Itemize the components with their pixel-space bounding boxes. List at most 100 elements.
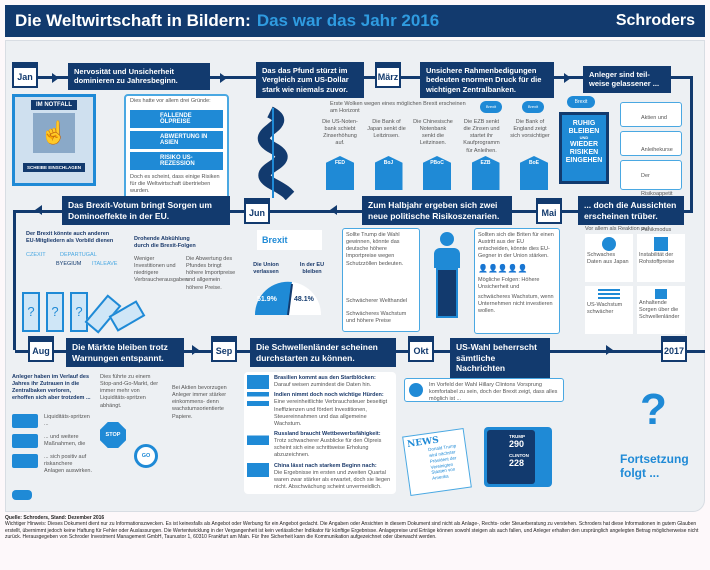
reason-us-recession: RISIKO US-REZESSION <box>130 152 223 171</box>
calm-line: RISIKEN <box>569 148 599 156</box>
us-flag-icon <box>598 289 620 301</box>
eu-scenario-card: Sollten sich die Briten für einen Austri… <box>474 228 560 334</box>
question-mark-icon: ? <box>640 385 667 434</box>
disclaimer-text: Wichtiger Hinweis: Dieses Dokument dient… <box>5 521 699 540</box>
clinton-votes: 228 <box>509 458 525 468</box>
em-title: China lässt nach starkem Beginn nach: <box>274 462 377 469</box>
cooling-text-2: Die Abwertung des Pfundes bringt höhere … <box>186 256 236 291</box>
bank-text-boj: Die Bank of Japan senkt die Leitzinsen. <box>367 119 406 140</box>
month-mai: Mai <box>536 198 562 224</box>
bank-text-ezb: Die EZB senkt die Zinsen und startet ihr… <box>463 119 500 154</box>
pound-snake-icon <box>258 106 295 200</box>
month-okt: Okt <box>408 336 434 362</box>
schroders-logo: Schroders <box>615 12 695 29</box>
go-sign: GO <box>134 444 158 468</box>
domino-icon: ? <box>46 292 64 332</box>
tool-risk: ... sich positiv auf riskanchere Anlagen… <box>44 454 93 475</box>
em-text: Darauf weisen zumindest die Daten hin. <box>274 382 372 389</box>
timeline-row2 <box>15 210 693 213</box>
clinton-label: CLINTON <box>509 453 529 458</box>
continue-text: Fortsetzung folgt ... <box>620 452 689 481</box>
row2-box-outlook: ... doch die Aussichten erscheinen trübe… <box>578 196 684 226</box>
em-text: Trotz schwacherer Ausblicke für den Ölpr… <box>274 438 382 459</box>
reasons-card: Dies hatte vor allem drei Gründe: FALLEN… <box>124 94 229 201</box>
calm-line: UND <box>579 135 589 141</box>
emergency-box: IM NOTFALL ☝ SCHEIBE EINSCHLAGEN <box>12 94 96 186</box>
tv-screen: TRUMP 290 CLINTON 228 <box>487 430 535 484</box>
row3-box-election: US-Wahl beherrscht sämtliche Nachrichten <box>450 338 550 378</box>
cooling-text-1: Weniger Investitionen und niedrigere Ver… <box>134 256 189 284</box>
ballot-box-icon <box>409 383 423 397</box>
row1-box-investors: Anleger sind teil-weise gelassener ... <box>583 66 671 93</box>
page-title: Die Weltwirtschaft in Bildern: <box>15 11 251 30</box>
trump-scenario-card: Sollte Trump die Wahl gewinnen, könnte d… <box>342 228 420 332</box>
domino-icon: ? <box>22 292 40 332</box>
brexit-cloud: Brexit <box>522 101 544 113</box>
car-icon <box>12 490 32 500</box>
calm-line: BLEIBEN <box>568 128 600 136</box>
em-title: Russland braucht Wettbewerbsfähigkeit: <box>274 430 381 437</box>
row2-box-brexit: Das Brexit-Votum bringt Sorgen um Domino… <box>62 196 230 226</box>
bank-text-boe: Die Bank of England zeigt sich vorsichti… <box>510 119 550 140</box>
exit-label: CZEXIT <box>26 252 46 258</box>
bank-boe-icon: BoE <box>520 156 548 190</box>
hand-touch-icon: ☝ <box>33 113 75 153</box>
arrow-icon <box>192 345 199 355</box>
calm-line: EINGEHEN <box>565 156 603 164</box>
reaction-em: Anhaltende Sorgen über die Schwellenländ… <box>637 286 685 334</box>
em-item-china: China lässt nach starkem Beginn nach:Die… <box>247 462 393 492</box>
tv-results: TRUMP 290 CLINTON 228 <box>484 427 552 487</box>
anvil-icon <box>654 237 668 251</box>
month-maerz: März <box>375 62 401 88</box>
row1-box-jan: Nervosität und Unsicherheit dominieren z… <box>68 63 210 90</box>
india-flag-icon <box>247 392 269 407</box>
em-title: Indien nimmt doch noch wichtige Hürden: <box>274 392 384 399</box>
exit-label: ITALEAVE <box>92 261 118 267</box>
month-2017: 2017 <box>661 336 687 362</box>
clinton-note-text: Im Vorfeld der Wahl Hillary Clintons Vor… <box>429 382 558 403</box>
trump-scenario-text: Sollte Trump die Wahl gewinnen, könnte d… <box>346 232 404 267</box>
arrow-icon <box>606 345 613 355</box>
source-text: Quelle: Schroders, Stand: Dezember 2016 <box>5 515 105 521</box>
shares-text: Bei Aktien bevorzugen Anleger immer stär… <box>172 385 227 420</box>
side-item: Anleihekurse steigen <box>620 131 682 171</box>
row3-box-em: Die Schwellenländer scheinen durchstarte… <box>250 338 396 368</box>
arrow-icon <box>52 73 59 83</box>
japan-flag-icon <box>602 237 616 251</box>
reaction-text: Schwaches Daten aus Japan <box>587 252 629 266</box>
eu-scenario-text: Sollten sich die Briten für einen Austri… <box>478 232 554 260</box>
calm-line: WIEDER <box>570 140 598 148</box>
bank-boj-icon: BoJ <box>374 156 403 190</box>
month-jun: Jun <box>244 198 270 224</box>
bank-text-fed: Die US-Noten-bank schiebt Zinserhöhung a… <box>322 119 358 147</box>
clouds-note: Erste Wolken wegen eines möglichen Brexi… <box>330 101 466 115</box>
em-item-brazil: Brasilien kommt aus den Startblöcken:Dar… <box>247 375 393 389</box>
clinton-note-card: Im Vorfeld der Wahl Hillary Clintons Vor… <box>404 378 564 402</box>
arrow-icon <box>220 73 227 83</box>
month-jan: Jan <box>12 62 38 88</box>
cooling-title: Drohende Abkühlung durch die Brexit-Folg… <box>134 236 196 250</box>
trump-item: Schwächeres Wachstum und höhere Preise <box>346 310 407 324</box>
leave-percent: 51.9% <box>257 296 277 303</box>
reaction-text: US-Wachstum schwächer <box>587 302 623 316</box>
brexit-cloud: Brexit <box>567 96 595 108</box>
leave-label: Die Union verlassen <box>253 262 279 276</box>
russia-flag-icon <box>247 430 269 445</box>
row1-box-pound: Das das Pfund stürzt im Vergleich zum US… <box>256 62 364 99</box>
month-sep: Sep <box>211 336 237 362</box>
row2-box-risks: Zum Halbjahr ergeben sich zwei neue poli… <box>362 196 512 226</box>
crane-icon <box>655 289 667 299</box>
em-title: Brasilien kommt aus den Startblöcken: <box>274 375 376 381</box>
central-bank-texts: Die US-Noten-bank schiebt Zinserhöhung a… <box>320 119 550 155</box>
arrow-left-icon <box>330 205 337 215</box>
tool-liquidity: Liquiditäts-spritzen ... <box>44 414 90 428</box>
arrow-icon <box>564 73 571 83</box>
eu-item: schwächeres Wachstum, wenn Unternehmen n… <box>478 293 554 315</box>
side-item: Aktien und Anleihen erholen sich <box>620 102 682 157</box>
newspaper-text: Donald Trump wird nächster Präsident der… <box>427 443 457 482</box>
referendum-gauge <box>254 281 322 316</box>
side-item: Der Risikoappetit ver-lässt den Panikmod… <box>620 160 682 233</box>
trump-label: TRUMP <box>509 434 525 439</box>
brexit-exit-sign: Brexit <box>257 230 322 250</box>
break-glass-button[interactable]: SCHEIBE EINSCHLAGEN <box>23 163 85 172</box>
